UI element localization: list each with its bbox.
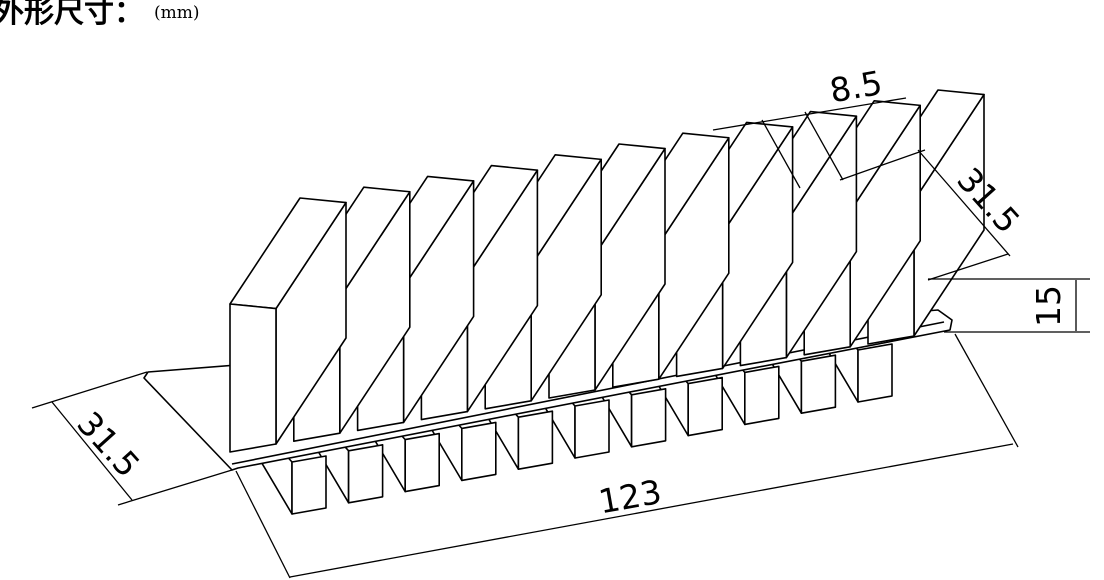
upper-fins <box>229 89 985 453</box>
lower-fin-front <box>460 421 497 482</box>
lower-fin-front <box>630 387 667 448</box>
lower-fin-front <box>291 455 327 515</box>
lower-fin-front <box>517 410 554 471</box>
heading-text: 外形尺寸： <box>0 0 144 30</box>
dimension-fin-thickness: 8.5 <box>827 63 885 111</box>
lower-fin-front <box>743 365 780 426</box>
dimension-length: 123 <box>596 472 665 521</box>
dimension-height: 15 <box>1029 285 1068 327</box>
lower-fin-front <box>574 399 610 459</box>
lower-fin-front <box>687 376 724 437</box>
fin-front <box>229 303 277 453</box>
dimension-lines <box>31 97 1090 579</box>
lower-fin-front <box>404 432 441 493</box>
page-title: 外形尺寸： (mm) <box>0 0 200 31</box>
heading-unit: (mm) <box>154 3 200 23</box>
dimension-depth-left: 31.5 <box>69 404 147 485</box>
lower-fin-front <box>347 443 384 504</box>
lower-fin-front <box>857 343 893 403</box>
lower-fin-front <box>800 354 837 415</box>
